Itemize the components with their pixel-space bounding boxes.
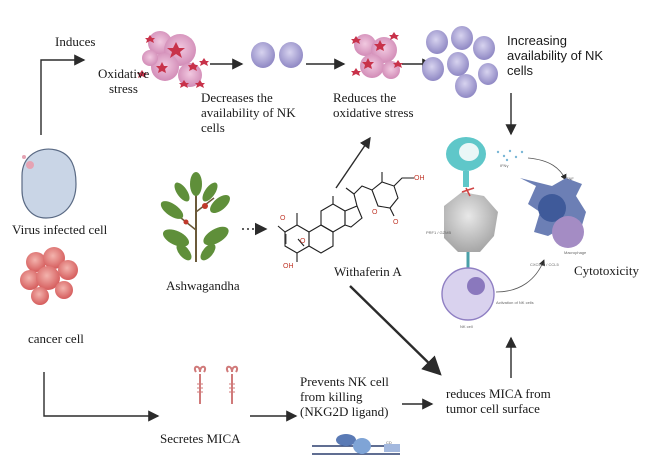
arrow-withaferin-to-reduce-mica bbox=[349, 285, 442, 376]
label-decreases-line2: availability of NK bbox=[201, 105, 296, 120]
label-reduces-mica-line1: reduces MICA from bbox=[446, 386, 551, 401]
inset-label-ifn: IFNγ bbox=[500, 163, 509, 168]
label-oxidative-stress-line2: stress bbox=[109, 81, 138, 96]
label-prevents-line2: from killing bbox=[300, 389, 363, 404]
nk-cells-pair-graphic bbox=[251, 42, 303, 68]
label-increasing-line1: Increasing bbox=[507, 33, 567, 48]
label-cancer-cell: cancer cell bbox=[28, 331, 84, 346]
inset-label-macrophage: Macrophage bbox=[564, 250, 587, 255]
induces-path-arrow bbox=[40, 54, 86, 135]
svg-text:O: O bbox=[372, 209, 378, 216]
label-prevents-line3: (NKG2D ligand) bbox=[300, 404, 389, 419]
arrow-withaferin-to-reduce-oxidative bbox=[335, 136, 371, 189]
nk-cells-cluster-graphic bbox=[422, 26, 498, 98]
svg-text:OH: OH bbox=[283, 263, 294, 270]
mica-receptors-graphic bbox=[193, 365, 239, 404]
inset-label-cxcl: CXCL10 / CCL5 bbox=[530, 262, 559, 267]
label-induces: Induces bbox=[55, 34, 96, 49]
label-secretes-mica: Secretes MICA bbox=[160, 431, 241, 446]
withaferin-a-structure-graphic bbox=[277, 172, 414, 262]
svg-text:OH: OH bbox=[414, 175, 425, 182]
inset-label-perforin: PRF1 / GZMB bbox=[426, 230, 452, 235]
cytotoxicity-inset-graphic bbox=[441, 137, 586, 321]
label-increasing-line3: cells bbox=[507, 63, 534, 78]
label-virus-infected-cell: Virus infected cell bbox=[12, 222, 108, 237]
label-reduces-oxidative-line2: oxidative stress bbox=[333, 105, 414, 120]
label-prevents-line1: Prevents NK cell bbox=[300, 374, 389, 389]
inset-label-cd: CD bbox=[386, 440, 392, 445]
arrow-cancer-to-secretes bbox=[43, 372, 160, 422]
reduced-stress-cells-graphic bbox=[351, 32, 403, 79]
oxidative-stress-cells-graphic bbox=[137, 31, 209, 88]
label-withaferin-a: Withaferin A bbox=[334, 264, 402, 279]
nkg2d-receptor-graphic bbox=[312, 434, 400, 455]
label-oxidative-stress-line1: Oxidative bbox=[98, 66, 150, 81]
virus-infected-cell-graphic bbox=[21, 148, 77, 219]
inset-label-nk-cell: NK cell bbox=[460, 324, 473, 329]
label-decreases-line1: Decreases the bbox=[201, 90, 273, 105]
label-decreases-line3: cells bbox=[201, 120, 225, 135]
svg-text:O: O bbox=[393, 219, 399, 226]
label-increasing-line2: availability of NK bbox=[507, 48, 604, 63]
cancer-cell-graphic bbox=[20, 247, 78, 305]
withaferin-a-atoms: O O O O OH OH bbox=[280, 175, 425, 270]
svg-text:O: O bbox=[280, 215, 286, 222]
label-reduces-mica-line2: tumor cell surface bbox=[446, 401, 540, 416]
inset-label-tnf: TNF bbox=[566, 176, 574, 181]
svg-text:O: O bbox=[300, 238, 306, 245]
inset-label-activation: Activation of NK cells bbox=[496, 300, 534, 305]
label-reduces-oxidative-line1: Reduces the bbox=[333, 90, 397, 105]
ashwagandha-plant-graphic bbox=[160, 172, 230, 262]
label-cytotoxicity: Cytotoxicity bbox=[574, 263, 639, 278]
label-ashwagandha: Ashwagandha bbox=[166, 278, 240, 293]
